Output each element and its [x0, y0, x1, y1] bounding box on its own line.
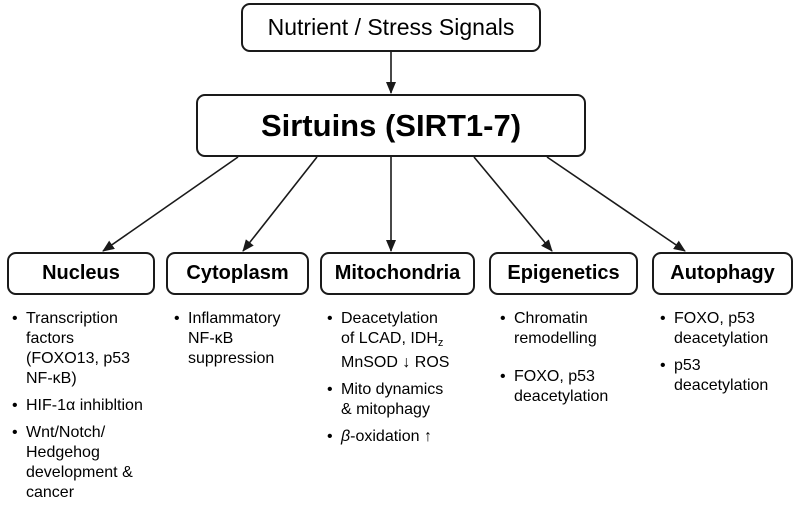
- nucleus-bullet-transcription: Transcription factors (FOXO13, p53 NF-κB…: [12, 309, 162, 389]
- nucleus-bullet-list: Transcription factors (FOXO13, p53 NF-κB…: [12, 309, 162, 510]
- autophagy-bullet-list: FOXO, p53 deacetylation p53 deacetylatio…: [660, 309, 795, 403]
- autophagy-label: Autophagy: [670, 262, 775, 284]
- mitochondria-box: Mitochondria: [320, 252, 475, 295]
- cytoplasm-box: Cytoplasm: [166, 252, 309, 295]
- autophagy-bullet-foxo: FOXO, p53 deacetylation: [660, 309, 795, 349]
- epigenetics-box: Epigenetics: [489, 252, 638, 295]
- autophagy-bullet-p53: p53 deacetylation: [660, 356, 795, 396]
- cytoplasm-bullet-inflammatory: Inflammatory NF-κB suppression: [174, 309, 314, 369]
- sirtuins-label: Sirtuins (SIRT1-7): [260, 107, 522, 143]
- arrow-to-autophagy: [546, 156, 686, 252]
- nutrient-stress-signals-label: Nutrient / Stress Signals: [267, 14, 515, 40]
- arrow-to-cytoplasm: [242, 156, 318, 252]
- cytoplasm-label: Cytoplasm: [186, 262, 289, 284]
- nucleus-bullet-wnt: Wnt/Notch/ Hedgehog development & cancer: [12, 423, 162, 503]
- mitochondria-bullet-list: Deacetylation of LCAD, IDHz MnSOD ↓ ROS …: [327, 309, 485, 454]
- mitochondria-bullet-dynamics: Mito dynamics & mitophagy: [327, 380, 485, 420]
- epigenetics-bullet-chromatin: Chromatin remodelling: [500, 309, 645, 349]
- cytoplasm-bullet-list: Inflammatory NF-κB suppression: [174, 309, 314, 376]
- nutrient-stress-signals-box: Nutrient / Stress Signals: [241, 3, 541, 52]
- arrow-to-nucleus: [102, 156, 239, 252]
- epigenetics-label: Epigenetics: [507, 262, 620, 284]
- sirtuins-box: Sirtuins (SIRT1-7): [196, 94, 586, 157]
- nucleus-bullet-hif: HIF-1α inhibltion: [12, 396, 162, 416]
- arrow-to-epigenetics: [473, 156, 553, 252]
- nucleus-box: Nucleus: [7, 252, 155, 295]
- mitochondria-bullet-deacetylation: Deacetylation of LCAD, IDHz MnSOD ↓ ROS: [327, 309, 485, 373]
- nucleus-label: Nucleus: [42, 262, 120, 284]
- mitochondria-bullet-beta-oxidation: β-oxidation ↑: [327, 427, 485, 447]
- epigenetics-bullet-foxo: FOXO, p53 deacetylation: [500, 367, 645, 407]
- autophagy-box: Autophagy: [652, 252, 793, 295]
- epigenetics-bullet-list: Chromatin remodelling FOXO, p53 deacetyl…: [500, 309, 645, 414]
- mitochondria-label: Mitochondria: [334, 262, 461, 284]
